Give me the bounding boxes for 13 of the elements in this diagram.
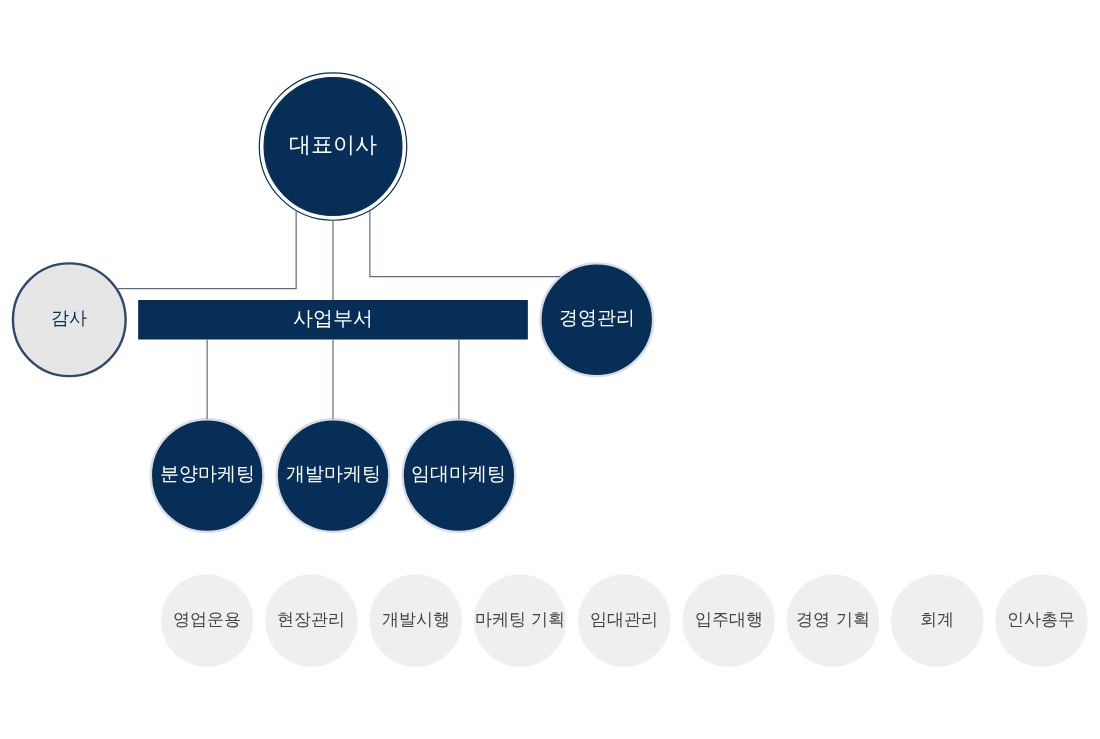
connector [369, 209, 561, 278]
node-circle: 분양마케팅 [149, 418, 265, 534]
connector [458, 338, 460, 420]
node-circle: 감사 [11, 262, 127, 378]
connector [332, 219, 334, 301]
node-circle: 임대마케팅 [401, 418, 517, 534]
node-circle: 대표이사 [258, 72, 408, 221]
connector [206, 338, 208, 420]
node-circle: 개발마케팅 [275, 418, 391, 534]
connector [332, 338, 334, 420]
connector [115, 209, 297, 290]
node-circle: 경영관리 [539, 262, 655, 378]
node-box: 사업부서 [138, 299, 528, 340]
